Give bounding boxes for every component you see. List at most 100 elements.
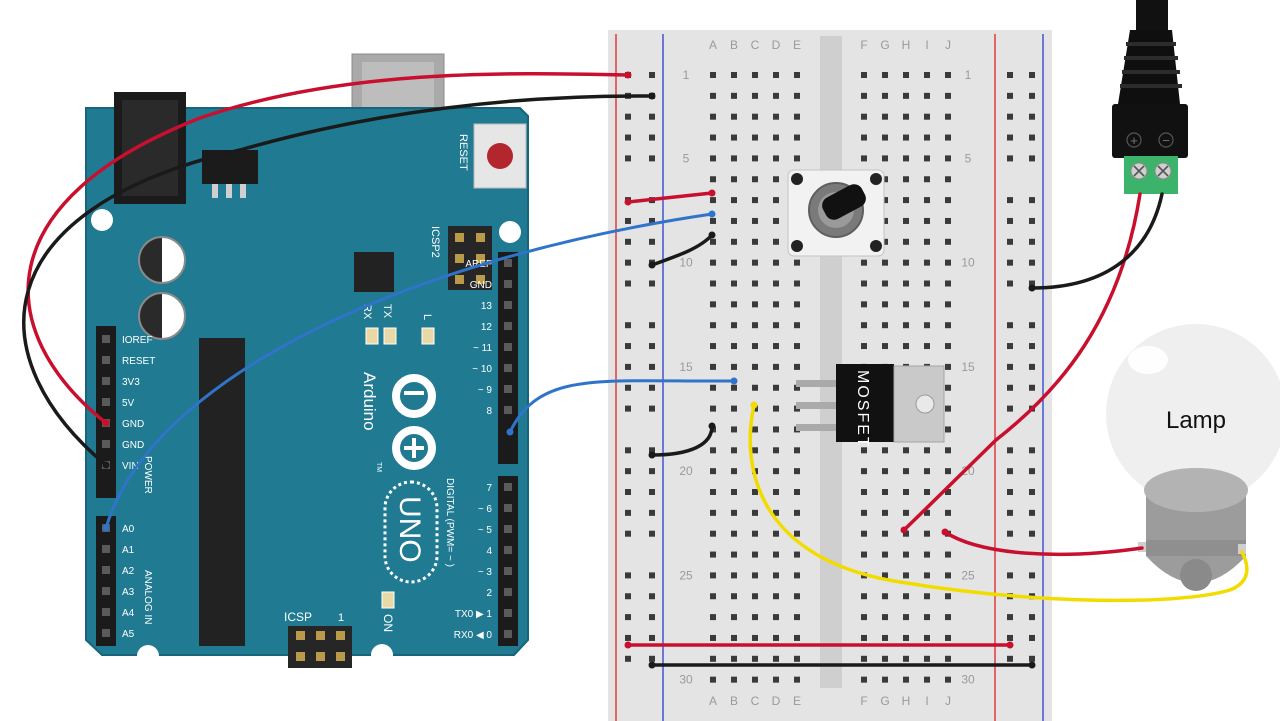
row-number-label: 20 bbox=[679, 464, 693, 478]
breadboard-hole bbox=[752, 655, 758, 662]
header-pin bbox=[102, 587, 110, 595]
breadboard-hole bbox=[731, 217, 737, 224]
header-pin bbox=[504, 609, 512, 617]
rail-hole bbox=[649, 238, 655, 245]
breadboard-hole bbox=[794, 134, 800, 141]
breadboard-hole bbox=[773, 280, 779, 287]
header-pin bbox=[504, 385, 512, 393]
breadboard-hole bbox=[794, 155, 800, 162]
wire-end bbox=[102, 419, 110, 427]
column-label: F bbox=[860, 38, 867, 52]
breadboard-hole bbox=[794, 593, 800, 600]
rail-hole bbox=[625, 217, 631, 224]
breadboard-hole bbox=[945, 176, 951, 183]
rail-hole bbox=[1029, 614, 1035, 621]
breadboard-hole bbox=[882, 655, 888, 662]
pin-label: 2 bbox=[486, 588, 492, 599]
rail-hole bbox=[1029, 197, 1035, 204]
wire-blue-pin9 bbox=[508, 379, 736, 434]
breadboard-hole bbox=[903, 134, 909, 141]
breadboard-hole bbox=[731, 113, 737, 120]
breadboard-hole bbox=[710, 238, 716, 245]
rail-hole bbox=[1007, 113, 1013, 120]
breadboard-hole bbox=[945, 384, 951, 391]
breadboard-hole bbox=[731, 155, 737, 162]
breadboard-hole bbox=[773, 426, 779, 433]
breadboard-hole bbox=[794, 322, 800, 329]
rail-hole bbox=[625, 343, 631, 350]
rail-hole bbox=[1029, 634, 1035, 641]
breadboard-hole bbox=[794, 634, 800, 641]
mounting-hole bbox=[371, 644, 393, 666]
rail-hole bbox=[649, 322, 655, 329]
breadboard-hole bbox=[861, 72, 867, 78]
pin-label: RX0 ◀ 0 bbox=[454, 630, 493, 641]
breadboard-hole bbox=[924, 238, 930, 245]
breadboard-hole bbox=[861, 530, 867, 537]
breadboard-hole bbox=[752, 155, 758, 162]
rail-hole bbox=[1007, 322, 1013, 329]
breadboard-hole bbox=[731, 259, 737, 266]
breadboard-hole bbox=[945, 72, 951, 78]
breadboard-hole bbox=[924, 322, 930, 329]
breadboard-hole bbox=[924, 301, 930, 308]
wire-end bbox=[1006, 641, 1014, 649]
breadboard-hole bbox=[945, 280, 951, 287]
rail-hole bbox=[1007, 405, 1013, 412]
rail-hole bbox=[625, 509, 631, 516]
breadboard-hole bbox=[710, 509, 716, 516]
breadboard-center-channel bbox=[820, 36, 842, 688]
breadboard-hole bbox=[752, 217, 758, 224]
breadboard-hole bbox=[882, 614, 888, 621]
breadboard-hole bbox=[773, 197, 779, 204]
breadboard-hole bbox=[882, 509, 888, 516]
breadboard-hole bbox=[882, 280, 888, 287]
breadboard-hole bbox=[731, 509, 737, 516]
breadboard-hole bbox=[752, 551, 758, 558]
rail-hole bbox=[625, 593, 631, 600]
breadboard-hole bbox=[882, 593, 888, 600]
breadboard-hole bbox=[903, 634, 909, 641]
rail-hole bbox=[1007, 509, 1013, 516]
breadboard-hole bbox=[861, 655, 867, 662]
breadboard-hole bbox=[752, 447, 758, 454]
rail-hole bbox=[1007, 217, 1013, 224]
breadboard-hole bbox=[924, 176, 930, 183]
rail-hole bbox=[1029, 217, 1035, 224]
breadboard-hole bbox=[773, 405, 779, 412]
breadboard-hole bbox=[882, 634, 888, 641]
breadboard-hole bbox=[903, 155, 909, 162]
row-number-label: 25 bbox=[679, 568, 693, 582]
rail-hole bbox=[1029, 509, 1035, 516]
breadboard-hole bbox=[903, 176, 909, 183]
breadboard-hole bbox=[794, 343, 800, 350]
breadboard-hole bbox=[861, 468, 867, 475]
row-number-label: 25 bbox=[961, 568, 975, 582]
digital-header-top bbox=[498, 252, 518, 464]
pin-label: VIN bbox=[122, 461, 139, 472]
breadboard-hole bbox=[794, 301, 800, 308]
breadboard-hole bbox=[794, 530, 800, 537]
pin-label: ~ 5 bbox=[478, 525, 493, 536]
breadboard-hole bbox=[731, 489, 737, 495]
rail-hole bbox=[1029, 322, 1035, 329]
breadboard-hole bbox=[731, 134, 737, 141]
pin-label: A4 bbox=[122, 608, 135, 619]
breadboard-hole bbox=[882, 447, 888, 454]
breadboard-hole bbox=[731, 530, 737, 537]
icsp-label: ICSP bbox=[284, 610, 312, 624]
breadboard-hole bbox=[710, 447, 716, 454]
breadboard-hole bbox=[945, 593, 951, 600]
rail-hole bbox=[625, 113, 631, 120]
breadboard-hole bbox=[794, 72, 800, 78]
breadboard-hole bbox=[752, 343, 758, 350]
wire-red-supply bbox=[902, 192, 1142, 532]
breadboard-hole bbox=[861, 447, 867, 454]
breadboard-hole bbox=[861, 676, 867, 683]
row-number-label: 30 bbox=[679, 673, 693, 687]
power-header bbox=[96, 326, 116, 498]
breadboard-hole bbox=[731, 176, 737, 183]
breadboard-hole bbox=[731, 301, 737, 308]
breadboard-hole bbox=[945, 343, 951, 350]
